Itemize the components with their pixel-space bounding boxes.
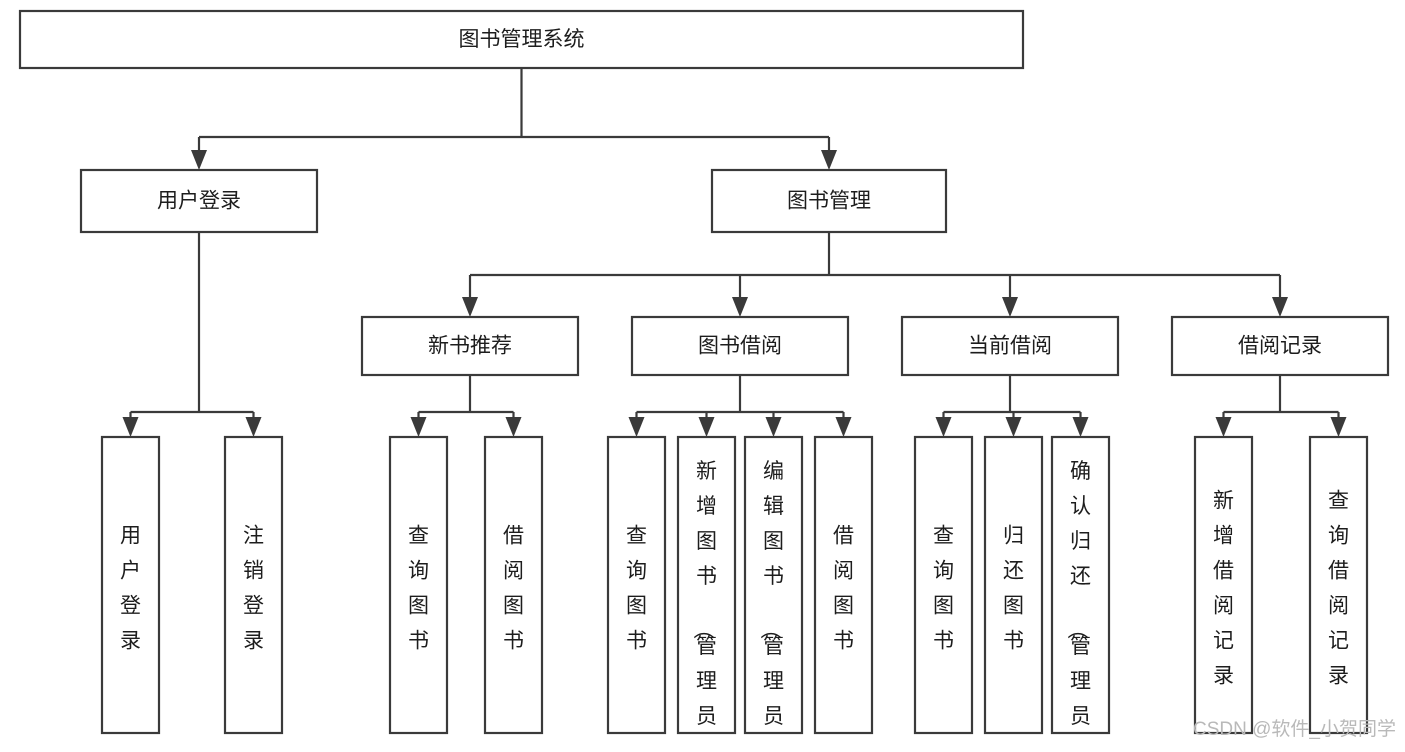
leaf-11-rect	[1193, 435, 1254, 735]
leaf-1-rect	[223, 435, 284, 735]
node-l3-0-rect	[360, 315, 580, 377]
leaf-2-rect	[388, 435, 449, 735]
leaf-7-rect	[813, 435, 874, 735]
leaf-6-rect	[743, 435, 804, 735]
leaf-8-rect	[913, 435, 974, 735]
node-l3-2-rect	[900, 315, 1120, 377]
node-l2-0-label: 用户登录	[157, 190, 241, 213]
node-root-rect	[18, 9, 1025, 70]
leaf-12[interactable]: 查询借阅记录	[1308, 435, 1369, 735]
node-l3-3-label: 借阅记录	[1238, 335, 1322, 358]
node-root[interactable]: 图书管理系统	[18, 9, 1025, 70]
l3-new-arrow-0	[410, 417, 427, 437]
leaf-5-rect	[676, 435, 737, 735]
node-l3-2[interactable]: 当前借阅	[900, 315, 1120, 377]
node-l3-2-label: 当前借阅	[968, 335, 1052, 358]
l3-borrow-arrow-2	[765, 417, 782, 437]
leaf-7[interactable]: 借阅图书	[813, 435, 874, 735]
l3-record-arrow-0	[1215, 417, 1232, 437]
leaf-9[interactable]: 归还图书	[983, 435, 1044, 735]
leaf-0[interactable]: 用户登录	[100, 435, 161, 735]
node-l2-1-label: 图书管理	[787, 190, 871, 213]
node-root-label: 图书管理系统	[459, 28, 585, 51]
leaf-7-label: 借阅图书	[833, 524, 854, 652]
node-l2-1[interactable]: 图书管理	[710, 168, 948, 234]
leaf-8-label: 查询图书	[933, 524, 954, 652]
l3-current-arrow-0	[935, 417, 952, 437]
l3-new-arrow-1	[505, 417, 522, 437]
l3-borrow-arrow-1	[698, 417, 715, 437]
node-l2-0[interactable]: 用户登录	[79, 168, 319, 234]
leaf-10[interactable]: 确认归还（管理员）	[1050, 435, 1111, 747]
l2-books-arrow-2	[1002, 297, 1018, 317]
leaf-4[interactable]: 查询图书	[606, 435, 667, 735]
leaf-0-rect	[100, 435, 161, 735]
root-arrow-1	[821, 150, 837, 170]
leaf-10-rect	[1050, 435, 1111, 735]
leaf-6[interactable]: 编辑图书（管理员）	[743, 435, 804, 747]
leaf-4-rect	[606, 435, 667, 735]
leaf-12-label: 查询借阅记录	[1328, 489, 1349, 687]
leaf-5-label: 新增图书（管理员）	[691, 460, 717, 747]
leaf-8[interactable]: 查询图书	[913, 435, 974, 735]
leaf-12-rect	[1308, 435, 1369, 735]
csdn-watermark: CSDN @软件_小贺同学	[1193, 718, 1396, 740]
leaf-3[interactable]: 借阅图书	[483, 435, 544, 735]
l2-books-arrow-0	[462, 297, 478, 317]
leaf-1[interactable]: 注销登录	[223, 435, 284, 735]
leaf-9-label: 归还图书	[1003, 524, 1024, 652]
root-arrow-0	[191, 150, 207, 170]
l3-current-arrow-1	[1005, 417, 1022, 437]
nodes-layer: 图书管理系统用户登录图书管理新书推荐图书借阅当前借阅借阅记录用户登录注销登录查询…	[18, 9, 1390, 747]
leaf-11-label: 新增借阅记录	[1213, 489, 1234, 687]
node-l3-1-rect	[630, 315, 850, 377]
node-l2-1-rect	[710, 168, 948, 234]
l3-borrow-arrow-0	[628, 417, 645, 437]
node-l3-1-label: 图书借阅	[698, 335, 782, 358]
leaf-2-label: 查询图书	[408, 524, 429, 652]
node-l3-0-label: 新书推荐	[428, 335, 512, 358]
node-l3-1[interactable]: 图书借阅	[630, 315, 850, 377]
l3-current-arrow-2	[1072, 417, 1089, 437]
node-l3-3[interactable]: 借阅记录	[1170, 315, 1390, 377]
l3-borrow-arrow-3	[835, 417, 852, 437]
l2-login-arrow-0	[122, 417, 139, 437]
leaf-10-label: 确认归还（管理员）	[1065, 460, 1091, 747]
node-l2-0-rect	[79, 168, 319, 234]
l3-record-arrow-1	[1330, 417, 1347, 437]
leaf-3-rect	[483, 435, 544, 735]
leaf-2[interactable]: 查询图书	[388, 435, 449, 735]
connectors-layer	[122, 68, 1347, 437]
leaf-9-rect	[983, 435, 1044, 735]
leaf-6-label: 编辑图书（管理员）	[758, 460, 784, 747]
leaf-1-label: 注销登录	[243, 524, 264, 652]
node-l3-0[interactable]: 新书推荐	[360, 315, 580, 377]
leaf-11[interactable]: 新增借阅记录	[1193, 435, 1254, 735]
l2-books-arrow-3	[1272, 297, 1288, 317]
leaf-5[interactable]: 新增图书（管理员）	[676, 435, 737, 747]
l2-login-arrow-1	[245, 417, 262, 437]
node-l3-3-rect	[1170, 315, 1390, 377]
leaf-3-label: 借阅图书	[503, 524, 524, 652]
leaf-0-label: 用户登录	[120, 524, 141, 652]
l2-books-arrow-1	[732, 297, 748, 317]
leaf-4-label: 查询图书	[626, 524, 647, 652]
